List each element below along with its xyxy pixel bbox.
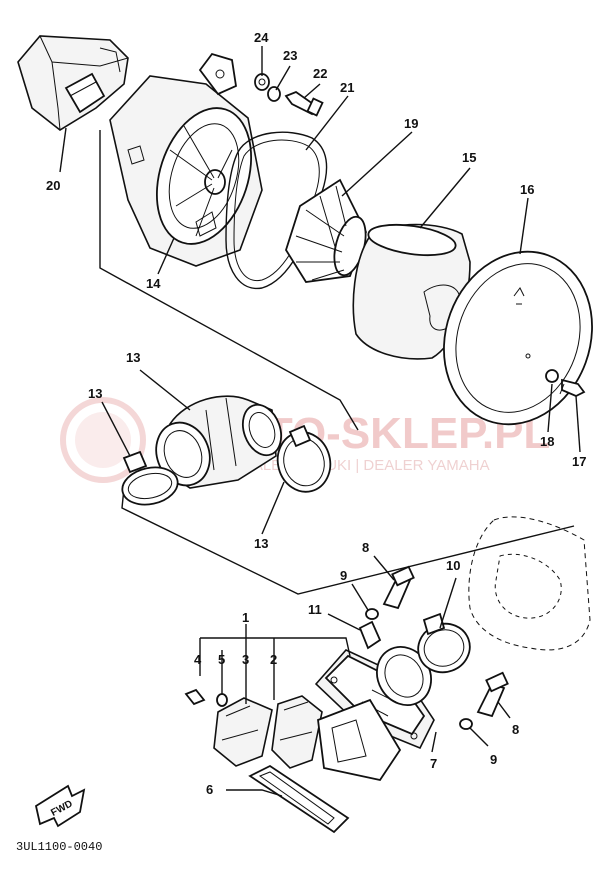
callout-8-bottom: 8: [512, 722, 519, 737]
part-small-screws: [184, 688, 228, 707]
callout-6: 6: [206, 782, 213, 797]
callout-1: 1: [242, 610, 249, 625]
diagram-code: 3UL1100-0040: [16, 840, 102, 854]
callout-9-top: 9: [340, 568, 347, 583]
callout-13-right: 13: [254, 536, 268, 551]
part-hose-clamp-right: [276, 424, 332, 493]
callout-24: 24: [254, 30, 269, 45]
callout-15: 15: [462, 150, 476, 165]
part-intake-duct: [17, 35, 129, 131]
callout-10: 10: [446, 558, 460, 573]
part-carb-joint: [155, 395, 283, 489]
callout-23: 23: [283, 48, 297, 63]
callout-22: 22: [313, 66, 327, 81]
part-manifold-clamp: [417, 612, 471, 674]
part-air-box-cover: [443, 250, 593, 426]
engine-outline-dashed: [468, 516, 591, 651]
assembly-group-outline: [99, 130, 575, 595]
callout-7: 7: [430, 756, 437, 771]
callout-13-left: 13: [88, 386, 102, 401]
part-hose-clamp-left: [121, 450, 179, 506]
part-intake-manifold: [314, 646, 435, 750]
callout-2: 2: [270, 652, 277, 667]
callout-11: 11: [308, 602, 322, 617]
callout-9-bottom: 9: [490, 752, 497, 767]
part-screw-washers-top: [254, 73, 324, 117]
callout-20: 20: [46, 178, 60, 193]
part-filter-frame: [285, 178, 367, 283]
callout-8-top: 8: [362, 540, 369, 555]
part-gasket-bottom: [248, 764, 350, 834]
callout-14: 14: [146, 276, 161, 291]
callout-16: 16: [520, 182, 534, 197]
callout-3: 3: [242, 652, 249, 667]
callout-5: 5: [218, 652, 225, 667]
part-reed-valves: [213, 695, 402, 782]
callout-labels: 24 23 22 21 19 15 16 20 14 18 17 13 13 1…: [46, 30, 586, 797]
part-filter-element: [352, 223, 471, 360]
callout-12: 13: [126, 350, 140, 365]
callout-21: 21: [340, 80, 354, 95]
part-air-box-case: [109, 52, 263, 267]
callout-18: 18: [540, 434, 554, 449]
leader-lines: [59, 46, 581, 797]
part-manifold-bolts: [358, 565, 509, 730]
callout-4: 4: [194, 652, 202, 667]
callout-17: 17: [572, 454, 586, 469]
fwd-arrow-icon: FWD: [34, 784, 86, 828]
callout-19: 19: [404, 116, 418, 131]
part-cover-bolt: [559, 378, 586, 397]
